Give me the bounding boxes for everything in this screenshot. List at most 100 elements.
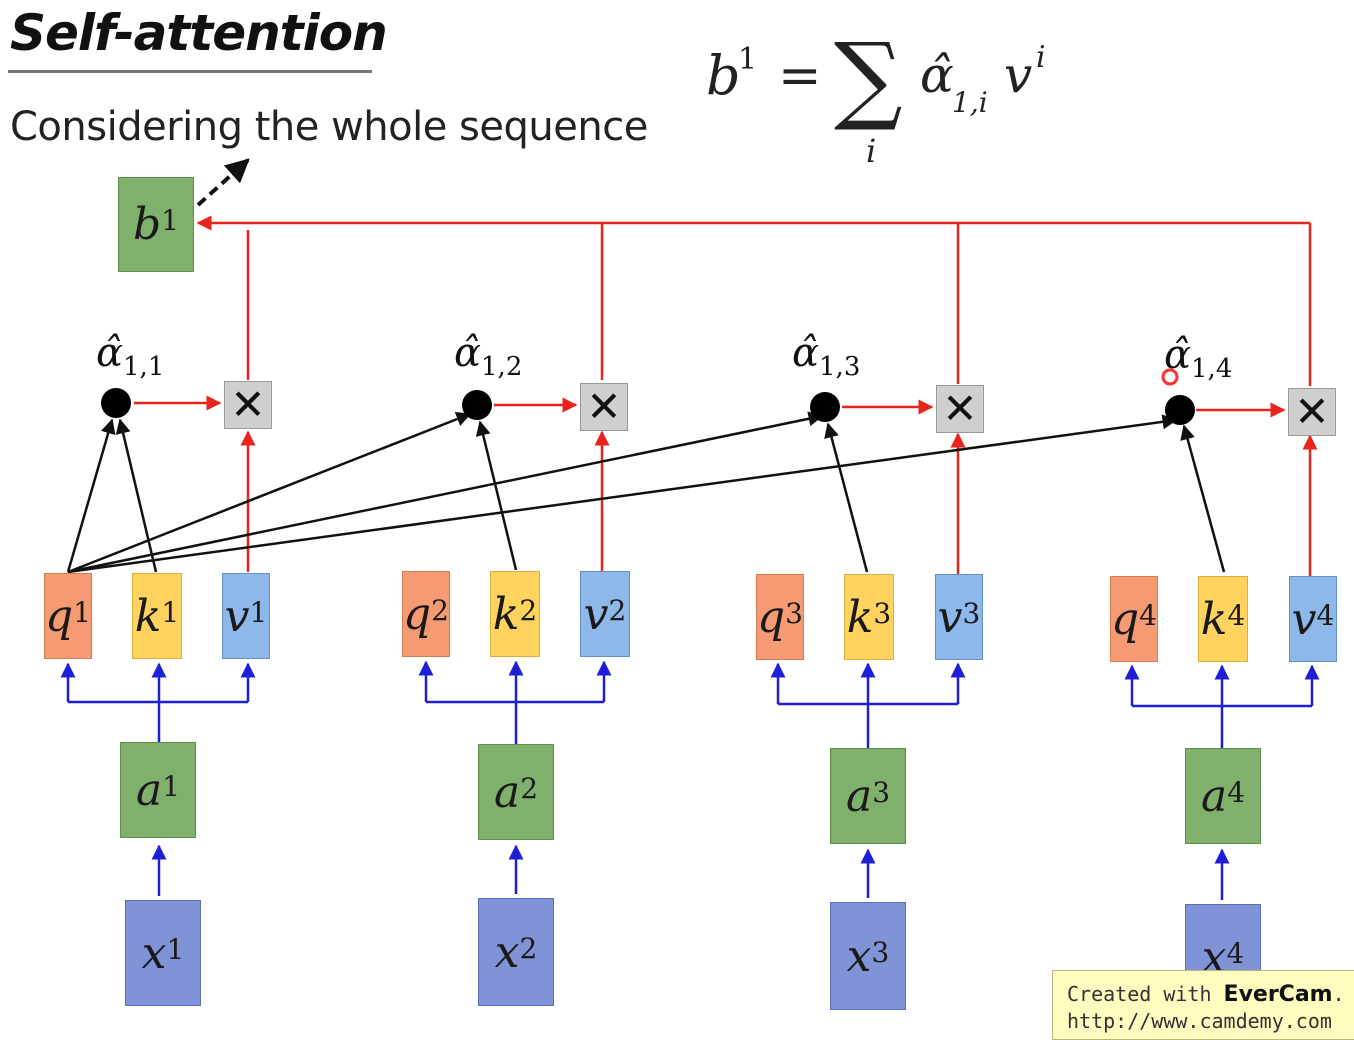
a-sup: 3 [872, 775, 891, 809]
x-sup: 3 [871, 935, 890, 969]
alpha-dot-2 [462, 390, 492, 420]
a-sup: 4 [1227, 775, 1246, 809]
k-letter: k [1200, 593, 1228, 645]
alpha-subscript: 1,1 [123, 352, 165, 382]
alpha-subscript: 1,2 [481, 352, 523, 382]
formula-lhs-sup: 1 [738, 42, 758, 77]
x-sup: 1 [166, 932, 185, 966]
evercam-watermark: Created with EverCam. http://www.camdemy… [1052, 970, 1354, 1040]
multiply-box-4: ✕ [1288, 388, 1336, 436]
k-letter: k [492, 588, 520, 640]
formula-v-sup: i [1036, 40, 1046, 75]
formula-sigma: ∑ [834, 22, 903, 134]
watermark-line-1: Created with EverCam. [1067, 981, 1354, 1008]
watermark-suffix: . [1332, 982, 1345, 1006]
alpha-label-1: α̂1,1 [96, 330, 164, 382]
cursor-marker [1161, 368, 1179, 386]
v-letter: v [583, 588, 609, 640]
k-sup: 3 [873, 596, 892, 630]
output-letter: b [133, 199, 162, 250]
k-sup: 2 [519, 593, 538, 627]
formula-index: i [866, 132, 877, 170]
watermark-brand: EverCam [1223, 982, 1333, 1007]
dashed-arrow [196, 158, 250, 207]
blue-connectors [60, 660, 1320, 900]
watermark-url: http://www.camdemy.com [1067, 1009, 1332, 1033]
formula-lhs: b [706, 44, 741, 107]
a-letter: a [845, 770, 873, 822]
v-letter: v [1291, 593, 1317, 645]
alpha-subscript: 1,3 [819, 352, 861, 382]
k-sup: 4 [1227, 598, 1246, 632]
a-sup: 1 [162, 769, 181, 803]
alpha-to-multiply-arrows [134, 395, 1286, 418]
watermark-prefix: Created with [1067, 982, 1224, 1006]
q-letter: q [45, 590, 74, 642]
alpha-symbol: α̂ [1164, 332, 1192, 378]
v-letter: v [937, 591, 963, 643]
v-sup: 4 [1316, 598, 1335, 632]
alpha-label-2: α̂1,2 [454, 330, 522, 382]
alpha-symbol: α̂ [792, 330, 820, 376]
v-sup: 1 [249, 595, 268, 629]
page-title: Self-attention [10, 4, 388, 62]
alpha-dot-4 [1165, 395, 1195, 425]
v-sup: 3 [962, 596, 981, 630]
k-letter: k [846, 591, 874, 643]
v-to-multiply-arrows [240, 430, 1318, 576]
formula: b 1 = ∑ i α̂ 1,i v i [700, 22, 1100, 178]
a-sup: 2 [520, 771, 539, 805]
alpha-dot-1 [101, 388, 131, 418]
alpha-symbol: α̂ [454, 330, 482, 376]
q-sup: 1 [73, 595, 91, 629]
formula-alpha: α̂ [920, 46, 954, 104]
alpha-label-3: α̂1,3 [792, 330, 860, 382]
title-underline [8, 70, 372, 73]
a-letter: a [493, 766, 521, 818]
formula-alpha-sub: 1,i [952, 86, 988, 119]
red-collector [196, 215, 1312, 386]
x-sup: 4 [1226, 936, 1245, 970]
q-sup: 4 [1139, 598, 1157, 632]
a-letter: a [135, 764, 163, 816]
formula-equals: = [778, 46, 822, 106]
k-sup: 1 [161, 595, 180, 629]
v-letter: v [224, 590, 250, 642]
multiply-box-3: ✕ [936, 385, 984, 433]
formula-v: v [1004, 46, 1033, 104]
a-letter: a [1200, 770, 1228, 822]
alpha-label-4: α̂1,4 [1164, 332, 1232, 384]
q-letter: q [403, 588, 432, 640]
k-letter: k [134, 590, 162, 642]
x-letter: x [494, 926, 520, 978]
output-sup: 1 [161, 204, 179, 237]
alpha-dots [101, 388, 1195, 425]
multiply-box-1: ✕ [224, 381, 272, 429]
q-letter: q [1111, 593, 1140, 645]
x-letter: x [141, 927, 167, 979]
subtitle: Considering the whole sequence [10, 104, 648, 150]
alpha-symbol: α̂ [96, 330, 124, 376]
x-letter: x [846, 930, 872, 982]
query-key-arrows [66, 411, 1226, 574]
q-letter: q [757, 591, 786, 643]
multiply-box-2: ✕ [580, 383, 628, 431]
